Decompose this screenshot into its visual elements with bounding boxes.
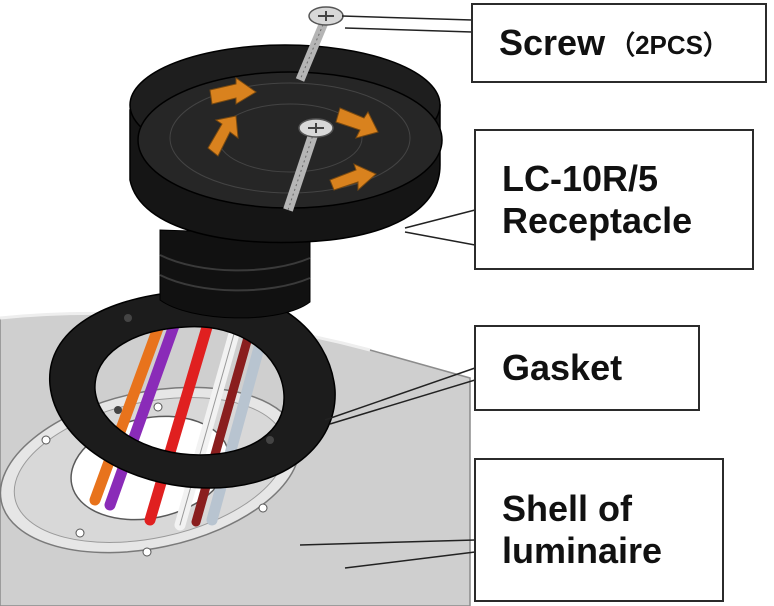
leader-lines bbox=[299, 15, 476, 569]
shell-label-line1: Shell of bbox=[502, 488, 633, 529]
shell-label-line2: luminaire bbox=[502, 530, 663, 571]
receptacle-label: Receptacle bbox=[502, 199, 693, 241]
screw-callout: Screw （2PCS） bbox=[471, 3, 767, 83]
screw-quantity: （2PCS） bbox=[609, 29, 729, 60]
receptacle-model: LC-10R/5 bbox=[502, 157, 659, 199]
receptacle-part bbox=[129, 6, 443, 319]
gasket-part bbox=[49, 289, 336, 489]
shell-callout: Shell of luminaire bbox=[474, 458, 724, 602]
gasket-callout: Gasket bbox=[474, 325, 700, 411]
screw-center bbox=[283, 118, 334, 212]
screw-label: Screw bbox=[499, 22, 606, 63]
receptacle-callout: LC-10R/5 Receptacle bbox=[474, 129, 754, 270]
screw-left bbox=[295, 6, 344, 82]
gasket-label: Gasket bbox=[502, 347, 623, 388]
